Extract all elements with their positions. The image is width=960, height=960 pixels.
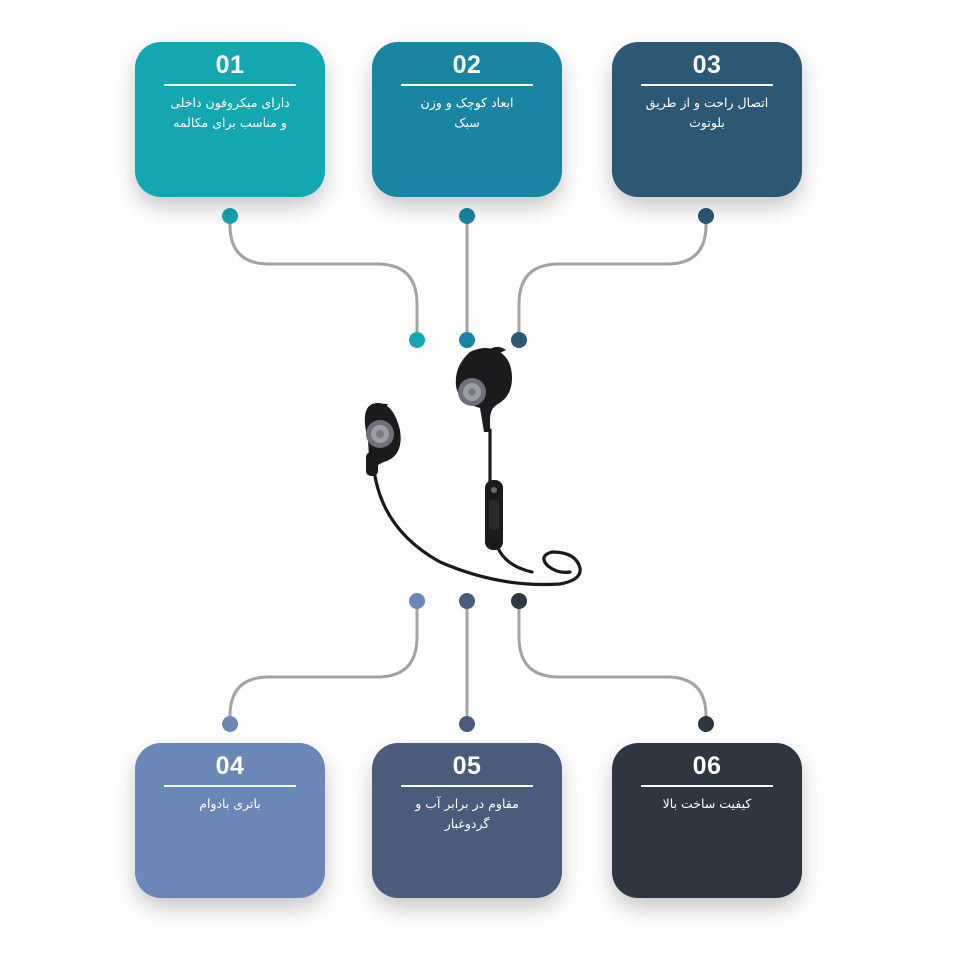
bluetooth-earphones-icon [364, 346, 582, 587]
feature-card-03: 03 اتصال راحت و از طریق بلوتوث [612, 42, 802, 197]
feature-card-04: 04 باتری بادوام [135, 743, 325, 898]
card-number: 06 [692, 752, 722, 780]
card-text: باتری بادوام [199, 796, 261, 811]
dot-product-05 [459, 593, 475, 609]
connector-line-03 [517, 214, 708, 342]
feature-card-06: 06 کیفیت ساخت بالا [612, 743, 802, 898]
card-number: 02 [452, 51, 482, 79]
card-number: 05 [452, 752, 482, 780]
card-text: دارای میکروفون داخلی و مناسب برای مکالمه [170, 95, 290, 130]
dot-card-06 [698, 716, 714, 732]
connector-line-04 [228, 599, 419, 726]
dot-card-05 [459, 716, 475, 732]
card-text: ابعاد کوچک و وزن سبک [420, 95, 514, 130]
feature-card-05: 05 مقاوم در برابر آب و گردوغبار [372, 743, 562, 898]
feature-card-02: 02 ابعاد کوچک و وزن سبک [372, 42, 562, 197]
card-divider [164, 785, 296, 787]
feature-card-01: 01 دارای میکروفون داخلی و مناسب برای مکا… [135, 42, 325, 197]
card-divider [641, 785, 773, 787]
card-divider [164, 84, 296, 86]
dot-card-02 [459, 208, 475, 224]
dot-product-01 [409, 332, 425, 348]
dot-product-03 [511, 332, 527, 348]
dot-product-04 [409, 593, 425, 609]
card-number: 01 [215, 51, 245, 79]
card-text: کیفیت ساخت بالا [662, 796, 752, 811]
dot-card-03 [698, 208, 714, 224]
dot-product-06 [511, 593, 527, 609]
card-number: 03 [692, 51, 722, 79]
card-divider [641, 84, 773, 86]
dot-card-01 [222, 208, 238, 224]
connector-line-01 [228, 214, 419, 342]
card-divider [401, 84, 533, 86]
dot-card-04 [222, 716, 238, 732]
dot-product-02 [459, 332, 475, 348]
card-number: 04 [215, 752, 245, 780]
card-text: مقاوم در برابر آب و گردوغبار [415, 796, 519, 831]
card-text: اتصال راحت و از طریق بلوتوث [645, 95, 769, 130]
connector-line-06 [517, 599, 708, 726]
card-divider [401, 785, 533, 787]
